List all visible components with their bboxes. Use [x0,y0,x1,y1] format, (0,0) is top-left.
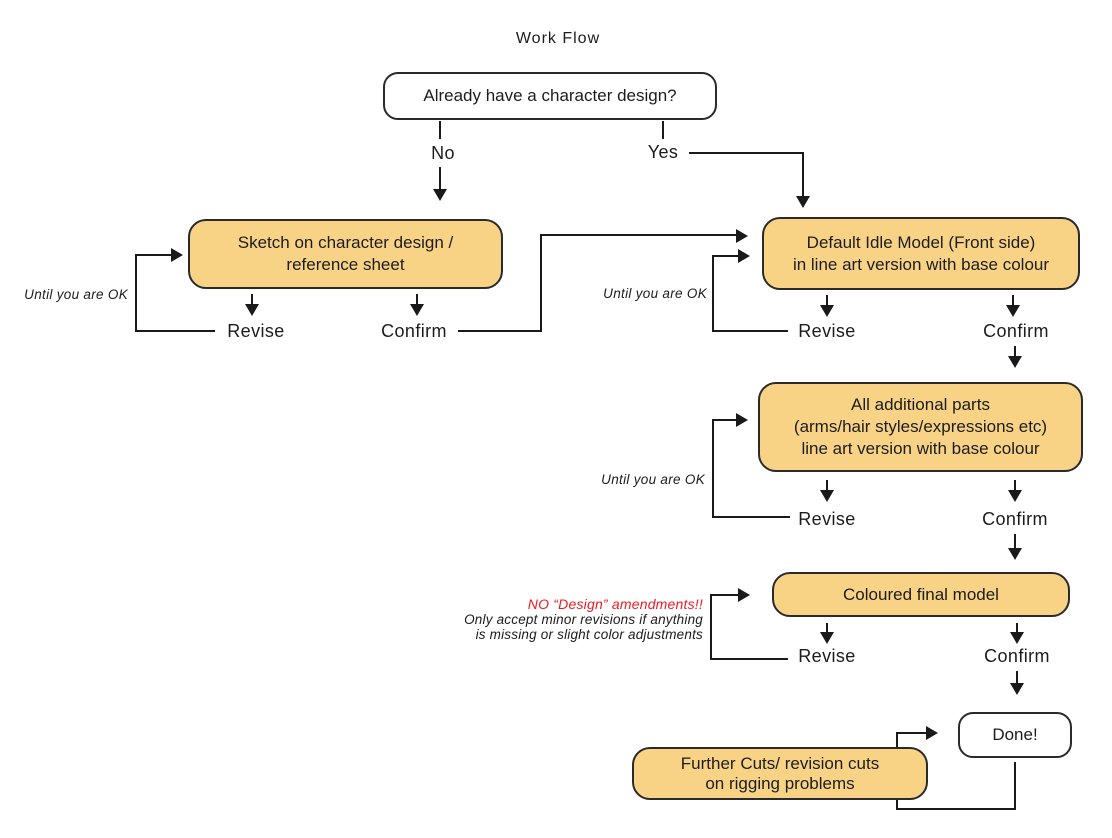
confirm2-path-v [1014,346,1016,358]
loop4-bottom-line [710,658,788,660]
confirm1-path-h2 [540,234,738,236]
confirm1-path-v [540,234,542,332]
connector-revise4-line [826,623,828,634]
loop2-up-line [712,256,714,332]
label-revise-2: Revise [798,321,856,341]
further-cuts-line2: on rigging problems [705,773,855,793]
loop5-up-line [896,733,898,747]
arrowhead-down-icon [1008,490,1022,502]
arrowhead-down-icon [1008,356,1022,368]
annotation-line2: Only accept minor revisions if anything [464,612,703,627]
loop5-down-line [1014,762,1016,810]
sketch-line1: Sketch on character design / [237,233,454,252]
arrowhead-right-icon [738,249,750,263]
decision-box-character-design: Already have a character design? [383,72,717,120]
loop1-up-line [135,254,137,332]
label-revise-1: Revise [227,321,285,341]
arrowhead-down-icon [1006,305,1020,317]
page-title: Work Flow [515,30,601,47]
loop2-bottom-line [712,330,788,332]
process-box-further-cuts: Further Cuts/ revision cuts on rigging p… [632,747,928,800]
annotation-line3: is missing or slight color adjustments [475,627,703,642]
decision-box-text: Already have a character design? [423,86,677,105]
arrowhead-down-icon [820,490,834,502]
connector-revise2-line [826,295,828,307]
connector-no-line [439,167,441,191]
annotation-block: NO “Design” amendments!! Only accept min… [403,596,703,643]
coloured-final-text: Coloured final model [843,584,999,604]
arrowhead-down-icon [1010,683,1024,695]
loop5-bottom-line [896,808,1016,810]
further-cuts-line1: Further Cuts/ revision cuts [680,753,880,773]
process-box-coloured-final: Coloured final model [772,572,1070,617]
loop5-return-line [896,732,928,734]
connector-revise1-line [251,294,253,306]
process-box-default-idle: Default Idle Model (Front side) in line … [762,217,1080,290]
arrowhead-down-icon [410,304,424,316]
connector-revise3-line [826,480,828,492]
label-revise-3: Revise [798,509,856,529]
arrowhead-right-icon [171,248,183,262]
confirm3-path-v [1014,534,1016,550]
terminal-box-done: Done! [958,712,1072,758]
process-box-additional-parts: All additional parts (arms/hair styles/e… [758,382,1083,472]
arrowhead-down-icon [820,305,834,317]
process-box-sketch: Sketch on character design / reference s… [188,219,503,289]
loop1-bottom-line [135,330,215,332]
arrowhead-down-icon [796,196,810,208]
loop3-return-line [712,419,740,421]
additional-parts-line2: (arms/hair styles/expressions etc) [793,417,1048,436]
additional-parts-line3: line art version with base colour [801,439,1040,458]
arrowhead-right-icon [736,413,748,427]
connector-yes-tick [662,121,664,139]
annotation-warning-red: NO “Design” amendments!! [527,596,703,612]
label-confirm-4: Confirm [984,646,1050,666]
connector-yes-h [689,152,803,154]
loop-label-until-ok-3: Until you are OK [601,472,705,487]
loop1-return-line [137,254,173,256]
loop3-up-line [712,420,714,517]
arrowhead-down-icon [433,189,447,201]
arrowhead-right-icon [926,726,938,740]
loop4-return-line [710,594,738,596]
label-revise-4: Revise [798,646,856,666]
loop4-up-line [710,595,712,659]
connector-confirm2-line [1012,295,1014,307]
connector-yes-v [802,152,804,198]
connector-confirm1-line [416,294,418,306]
confirm1-path-h1 [458,330,542,332]
loop5-stub-line [896,800,898,810]
arrowhead-down-icon [1008,548,1022,560]
loop-label-until-ok-2: Until you are OK [603,286,707,301]
arrowhead-right-icon [736,229,748,243]
branch-label-no: No [431,143,455,163]
label-confirm-2: Confirm [983,321,1049,341]
connector-confirm3-line [1014,480,1016,492]
done-text: Done! [992,725,1038,744]
sketch-line2: reference sheet [286,255,405,274]
additional-parts-line1: All additional parts [851,395,990,414]
arrowhead-down-icon [820,632,834,644]
arrowhead-down-icon [1010,632,1024,644]
connector-confirm4-line [1016,623,1018,634]
confirm4-path-v [1016,671,1018,685]
label-confirm-1: Confirm [381,321,447,341]
loop3-bottom-line [712,516,790,518]
arrowhead-down-icon [245,304,259,316]
connector-no-tick [439,121,441,139]
loop-label-until-ok-1: Until you are OK [24,287,128,302]
arrowhead-right-icon [738,588,750,602]
label-confirm-3: Confirm [982,509,1048,529]
branch-label-yes: Yes [647,142,679,162]
default-idle-line1: Default Idle Model (Front side) [806,232,1036,252]
loop2-return-line [712,255,740,257]
default-idle-line2: in line art version with base colour [792,254,1050,274]
